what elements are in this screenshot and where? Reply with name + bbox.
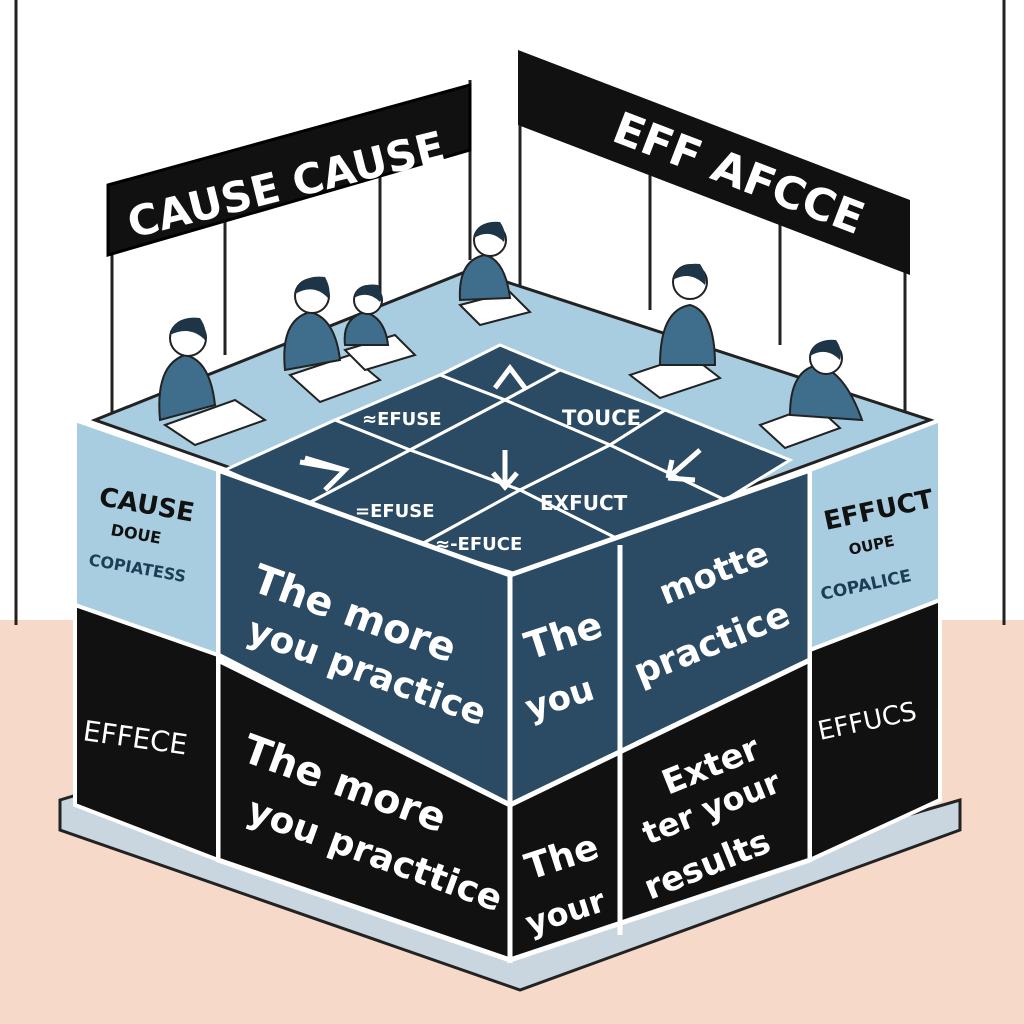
student-figures [158,221,864,450]
arrow-left-icon [665,448,702,483]
right-side-panels: EFFUCT OUPE COPALICE EFFUCS [808,417,942,864]
student-figure-1 [158,317,268,447]
arrow-up-icon [493,363,527,390]
tile-exfuct-text: EXFUCT [540,491,628,515]
arrow-right-icon [299,455,350,492]
tile-efuce-text: ≈-EFUCE [435,534,522,555]
left-side-panels: CAUSE DOUE COPIATESS EFFECE [73,417,220,863]
tile-touce-text: TOUCE [562,406,641,430]
student-figure-5 [627,263,723,400]
front-left-face: The more you practice The more you pract… [215,466,513,964]
student-figure-4 [458,221,532,327]
tile-refuse-lower-text: =EFUSE [355,501,435,522]
tile-refuse-upper-text: ≈EFUSE [362,409,442,430]
arrow-down-icon [491,450,519,491]
student-figure-3 [343,284,417,372]
student-figure-2 [283,276,382,404]
student-figure-6 [758,339,864,450]
